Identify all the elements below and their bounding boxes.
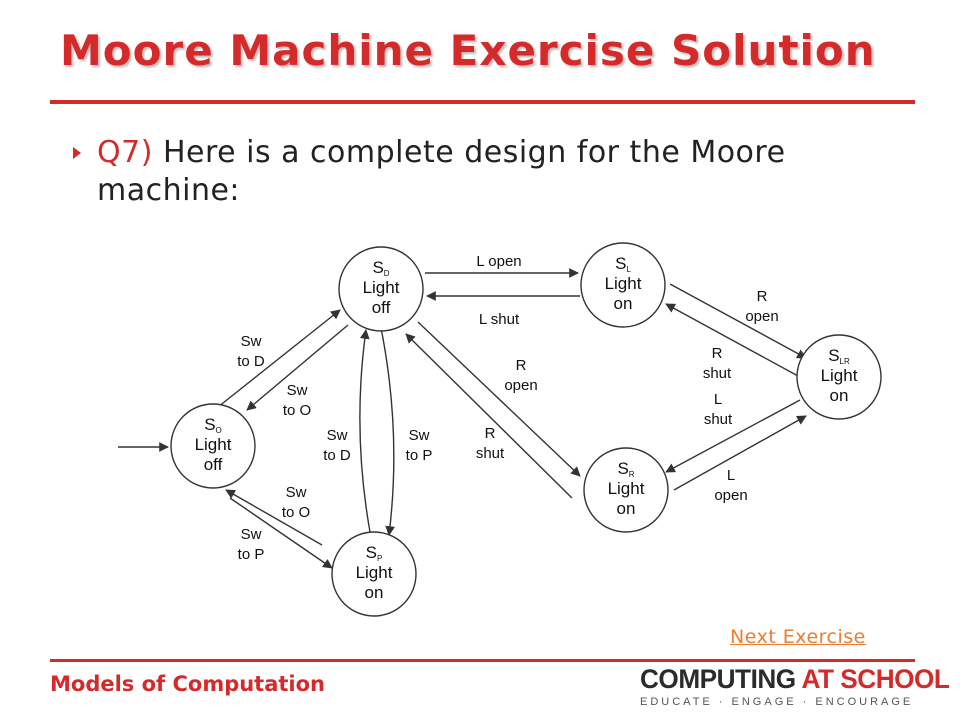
edge-l-to-lr (669, 283, 807, 359)
next-exercise-link[interactable]: Next Exercise (730, 626, 866, 648)
logo-wordmark: COMPUTING AT SCHOOL (640, 664, 950, 695)
label-lr-to-l-1: R (712, 345, 723, 362)
label-o-to-d-1: Sw (241, 333, 262, 350)
label-o-to-p-2: to P (238, 546, 265, 563)
footer-course-title: Models of Computation (50, 672, 326, 696)
state-sr-sub: R (629, 470, 635, 479)
state-sr-letter: S (617, 459, 628, 478)
state-sp-line2: on (365, 583, 384, 602)
edge-o-to-p (229, 497, 333, 569)
state-slr-line1: Light (821, 366, 858, 385)
computing-at-school-logo: COMPUTING AT SCHOOL EDUCATE · ENGAGE · E… (640, 664, 950, 716)
label-o-to-p-1: Sw (241, 526, 262, 543)
svg-text:SD: SD (372, 258, 389, 278)
label-p-to-o-2: to O (282, 504, 310, 521)
edge-r-to-lr (673, 415, 807, 491)
state-sp-letter: S (366, 543, 377, 562)
logo-tagline: EDUCATE · ENGAGE · ENCOURAGE (640, 696, 914, 708)
state-sl-line2: on (614, 294, 633, 313)
state-sd: SD Light off (338, 246, 424, 332)
state-sl-letter: S (615, 254, 626, 273)
edge-d-to-o (246, 324, 349, 411)
label-d-to-r-1: R (516, 357, 527, 374)
state-so-line2: off (204, 455, 223, 474)
edge-lr-to-l (665, 303, 799, 377)
svg-text:SP: SP (366, 543, 383, 563)
label-lr-to-r-1: L (714, 391, 722, 408)
label-d-to-o-1: Sw (287, 382, 308, 399)
state-sl: SL Light on (580, 242, 666, 328)
edge-r-to-d (405, 333, 573, 499)
label-r-to-d-1: R (485, 425, 496, 442)
svg-text:SLR: SLR (828, 346, 850, 366)
question-body: Here is a complete design for the Moore … (97, 135, 786, 208)
svg-text:SR: SR (617, 459, 634, 479)
svg-text:SO: SO (204, 415, 222, 435)
label-d-to-p-1: Sw (409, 427, 430, 444)
state-sr-line1: Light (608, 479, 645, 498)
slide-title: Moore Machine Exercise Solution (60, 26, 876, 75)
label-lr-to-r-2: shut (704, 411, 733, 428)
label-p-to-d-1: Sw (327, 427, 348, 444)
edge-lr-to-r (665, 399, 801, 473)
footer-divider (50, 659, 915, 662)
label-d-to-o-2: to O (283, 402, 311, 419)
state-sp-sub: P (377, 554, 382, 563)
label-lr-to-l-2: shut (703, 365, 732, 382)
state-so-sub: O (216, 426, 222, 435)
state-sr-line2: on (617, 499, 636, 518)
label-d-to-l: L open (476, 253, 521, 270)
state-so: SO Light off (170, 403, 256, 489)
state-slr-letter: S (828, 346, 839, 365)
state-so-letter: S (204, 415, 215, 434)
edge-p-to-o (225, 489, 323, 546)
logo-word-computing: COMPUTING (640, 664, 802, 694)
state-slr: SLR Light on (796, 334, 882, 420)
state-sp: SP Light on (331, 531, 417, 617)
question-number: Q7) (97, 135, 153, 170)
label-l-to-d: L shut (479, 311, 520, 328)
state-slr-line2: on (830, 386, 849, 405)
state-sd-letter: S (372, 258, 383, 277)
state-sd-line1: Light (363, 278, 400, 297)
label-p-to-d-2: to D (323, 447, 351, 464)
state-sr: SR Light on (583, 447, 669, 533)
label-d-to-p-2: to P (406, 447, 433, 464)
logo-word-at-school: AT SCHOOL (801, 664, 950, 694)
edge-d-to-p (379, 322, 395, 536)
label-l-to-lr-2: open (745, 308, 778, 325)
state-sp-line1: Light (356, 563, 393, 582)
title-divider (50, 100, 915, 104)
state-sd-sub: D (384, 269, 390, 278)
question-text: Q7) Here is a complete design for the Mo… (97, 134, 897, 210)
label-r-to-lr-2: open (714, 487, 747, 504)
label-p-to-o-1: Sw (286, 484, 307, 501)
edge-d-to-r (417, 321, 581, 477)
label-o-to-d-2: to D (237, 353, 265, 370)
state-sd-line2: off (372, 298, 391, 317)
label-r-to-lr-1: L (727, 467, 735, 484)
label-r-to-d-2: shut (476, 445, 505, 462)
state-sl-line1: Light (605, 274, 642, 293)
label-d-to-r-2: open (504, 377, 537, 394)
state-sl-sub: L (626, 265, 631, 274)
state-slr-sub: LR (840, 357, 850, 366)
bullet-arrow-icon (73, 147, 81, 159)
label-l-to-lr-1: R (757, 288, 768, 305)
svg-text:SL: SL (615, 254, 631, 274)
edge-o-to-d (217, 309, 341, 408)
edge-p-to-d (359, 329, 371, 533)
state-so-line1: Light (195, 435, 232, 454)
